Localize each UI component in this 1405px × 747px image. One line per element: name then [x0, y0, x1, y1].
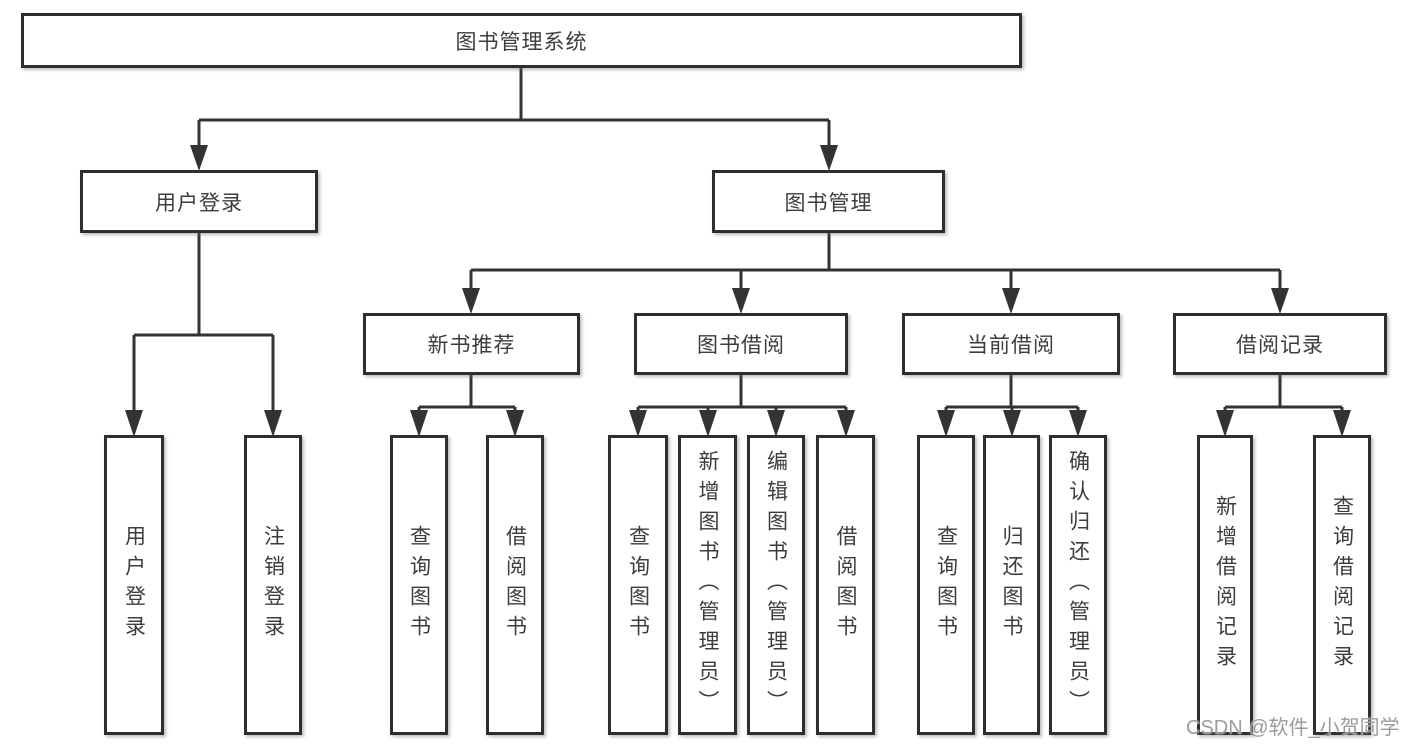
leaf-return-books-label: 归还图书: [1000, 525, 1023, 645]
leaf-query-books-current: 查询图书: [917, 435, 975, 735]
node-new-book-recommend: 新书推荐: [363, 313, 580, 375]
leaf-borrow-books-label: 借阅图书: [834, 525, 857, 645]
node-book-management-label: 图书管理: [784, 191, 873, 215]
leaf-confirm-return-admin: 确认归还（管理员）: [1049, 435, 1107, 735]
leaf-user-login: 用户登录: [104, 435, 164, 735]
leaf-borrow-books-recommend: 借阅图书: [486, 435, 544, 735]
csdn-watermark: CSDN @软件_小贺同学: [1186, 717, 1400, 739]
node-book-management: 图书管理: [712, 170, 945, 233]
leaf-add-borrow-record: 新增借阅记录: [1197, 435, 1253, 735]
node-book-borrowing-label: 图书借阅: [697, 334, 785, 357]
node-current-borrowing-label: 当前借阅: [967, 334, 1055, 357]
leaf-query-borrow-record: 查询借阅记录: [1313, 435, 1371, 735]
leaf-query-books-recommend-label: 查询图书: [407, 525, 431, 645]
node-current-borrowing: 当前借阅: [902, 313, 1120, 375]
node-borrowing-records: 借阅记录: [1173, 313, 1387, 375]
leaf-add-books-admin-label: 新增图书（管理员）: [696, 450, 719, 720]
leaf-edit-books-admin: 编辑图书（管理员）: [747, 435, 805, 735]
node-user-login: 用户登录: [80, 170, 318, 233]
leaf-query-books-borrowing-label: 查询图书: [626, 525, 650, 645]
leaf-add-borrow-record-label: 新增借阅记录: [1213, 495, 1237, 675]
leaf-user-login-label: 用户登录: [122, 525, 146, 645]
leaf-borrow-books: 借阅图书: [816, 435, 875, 735]
leaf-query-books-current-label: 查询图书: [934, 525, 958, 645]
leaf-query-books-borrowing: 查询图书: [608, 435, 668, 735]
node-book-borrowing: 图书借阅: [634, 313, 848, 375]
leaf-borrow-books-recommend-label: 借阅图书: [503, 525, 527, 645]
leaf-query-borrow-record-label: 查询借阅记录: [1330, 495, 1354, 675]
node-borrowing-records-label: 借阅记录: [1236, 334, 1324, 357]
leaf-confirm-return-admin-label: 确认归还（管理员）: [1066, 450, 1090, 720]
node-root-label: 图书管理系统: [455, 30, 588, 54]
leaf-edit-books-admin-label: 编辑图书（管理员）: [764, 450, 788, 720]
leaf-logout: 注销登录: [244, 435, 302, 735]
node-root: 图书管理系统: [21, 13, 1022, 68]
leaf-query-books-recommend: 查询图书: [390, 435, 448, 735]
leaf-return-books: 归还图书: [983, 435, 1040, 735]
node-user-login-label: 用户登录: [155, 191, 243, 215]
leaf-logout-label: 注销登录: [261, 525, 285, 645]
leaf-add-books-admin: 新增图书（管理员）: [678, 435, 737, 735]
node-new-book-recommend-label: 新书推荐: [427, 334, 516, 357]
